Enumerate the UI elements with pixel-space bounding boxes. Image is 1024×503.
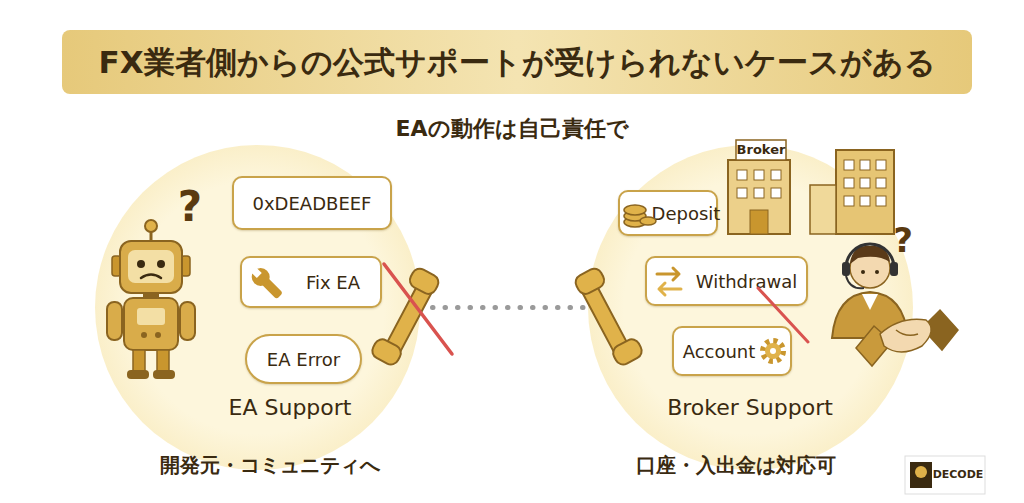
robot-illustration	[133, 350, 145, 372]
bubble-text: EA Error	[267, 349, 340, 370]
robot-illustration	[124, 298, 178, 350]
phone-handset	[573, 266, 607, 297]
phone-handset	[610, 337, 644, 368]
broker-building	[737, 188, 747, 198]
watermark: DECODE	[933, 468, 984, 481]
robot-illustration	[120, 241, 182, 293]
office-building	[810, 150, 894, 234]
office-building	[844, 178, 854, 188]
gear-icon	[765, 343, 781, 359]
phone-handset	[370, 337, 404, 368]
handshake-illustration	[896, 330, 918, 335]
footer-note: 開発元・コミュニティへ	[160, 452, 380, 479]
title-band: FX業者側からの公式サポートが受けられないケースがある	[62, 30, 972, 94]
robot-illustration	[153, 370, 175, 379]
operator-illustration	[861, 270, 865, 274]
handshake-illustration	[856, 310, 958, 366]
robot-illustration	[157, 260, 165, 268]
gear-icon	[770, 348, 776, 354]
coins-icon	[624, 205, 646, 215]
office-building	[860, 178, 870, 188]
robot-illustration	[145, 220, 157, 232]
thought-cloud: EA Error	[245, 334, 362, 384]
gear-icon	[763, 341, 783, 361]
broker-building	[736, 140, 786, 160]
wrench-icon	[247, 263, 287, 303]
broker-building	[771, 170, 781, 180]
speech-bubble: 0xDEADBEEF	[232, 176, 392, 230]
phone-handset	[407, 266, 441, 297]
broker-building	[754, 188, 764, 198]
question-mark: ?	[893, 220, 913, 260]
gear-icon	[763, 341, 783, 361]
robot-illustration	[155, 332, 161, 338]
robot-illustration	[137, 260, 145, 268]
wrench-icon	[248, 264, 273, 289]
robot-illustration	[107, 220, 195, 379]
transfer-arrows-icon	[657, 268, 681, 295]
broker-building	[771, 188, 781, 198]
watermark-box	[905, 456, 985, 494]
office-building	[876, 196, 886, 206]
question-mark: ?	[178, 182, 202, 231]
speech-bubble: Withdrawal	[645, 256, 808, 306]
watermark-box	[915, 466, 927, 478]
bubble-text: Deposit	[652, 203, 721, 224]
operator-illustration	[846, 276, 864, 288]
operator-illustration	[890, 262, 898, 276]
phone-handset	[370, 266, 442, 367]
transfer-arrows-icon	[659, 283, 681, 295]
robot-illustration	[157, 350, 169, 372]
circle-heading: Broker Support	[650, 395, 850, 420]
handshake-illustration	[880, 319, 931, 352]
operator-illustration	[875, 270, 879, 274]
sign-text: Broker	[737, 142, 786, 157]
robot-illustration	[107, 302, 122, 340]
operator-illustration	[862, 294, 878, 310]
phone-handset	[573, 266, 645, 367]
wrench-icon	[250, 267, 261, 278]
robot-illustration	[127, 370, 149, 379]
office-building	[876, 178, 886, 188]
transfer-arrows-icon	[657, 268, 679, 280]
bubble-text: Account	[683, 341, 756, 362]
circle-heading: EA Support	[190, 395, 390, 420]
broker-building	[754, 170, 764, 180]
robot-illustration	[137, 308, 165, 325]
footer-note: 口座・入出金は対応可	[636, 452, 836, 479]
office-building	[844, 160, 854, 170]
office-building	[860, 196, 870, 206]
robot-illustration	[141, 275, 161, 279]
broker-building	[737, 170, 747, 180]
robot-illustration	[128, 250, 174, 283]
robot-illustration	[141, 332, 147, 338]
no-support-slash	[758, 288, 808, 342]
robot-illustration	[180, 302, 195, 340]
bubble-text: Withdrawal	[696, 271, 797, 292]
watermark-box	[910, 462, 932, 488]
bubble-text: Fix EA	[306, 272, 360, 293]
office-building	[844, 196, 854, 206]
broker-building	[728, 160, 790, 234]
office-building	[860, 160, 870, 170]
broker-building	[728, 140, 790, 234]
bubble-text: 0xDEADBEEF	[253, 193, 372, 214]
no-support-slash	[384, 264, 452, 354]
dotted-connector	[420, 305, 588, 310]
coins-icon	[624, 205, 656, 227]
operator-illustration	[842, 262, 850, 276]
coins-icon	[640, 217, 656, 225]
operator-illustration	[846, 244, 894, 268]
subtitle: EAの動作は自己責任で	[395, 114, 628, 144]
office-building	[810, 185, 836, 234]
watermark-box	[905, 456, 985, 494]
office-building	[876, 160, 886, 170]
office-building	[836, 150, 894, 234]
broker-building	[750, 210, 768, 234]
